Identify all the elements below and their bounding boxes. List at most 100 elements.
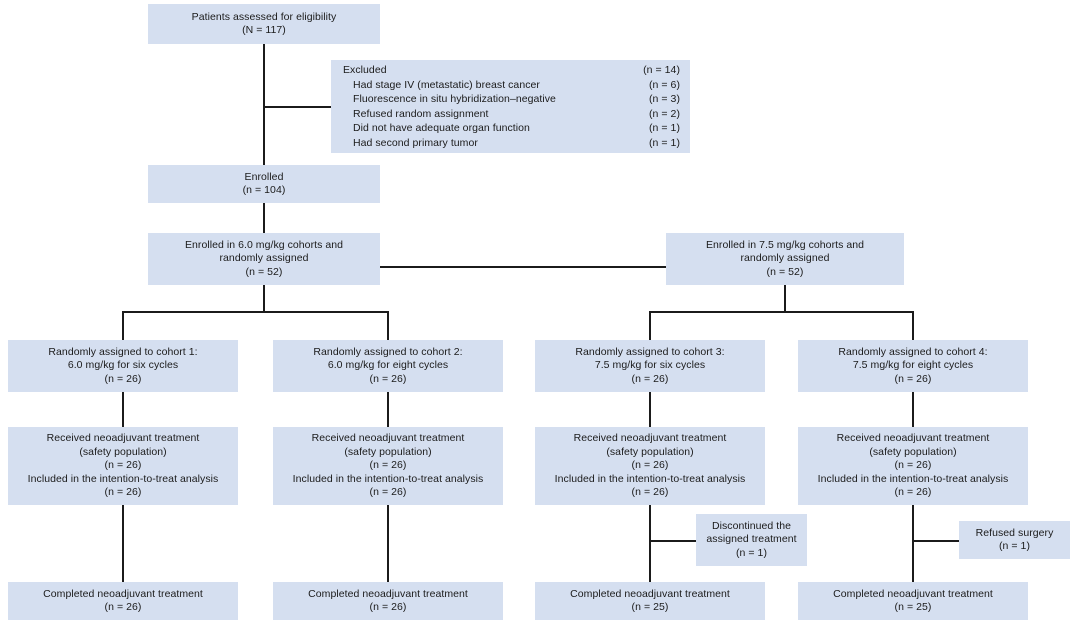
box-cohort2-completed: Completed neoadjuvant treatment (n = 26) — [273, 582, 503, 620]
box-line: Refused surgery — [975, 526, 1054, 539]
box-line: (safety population) — [869, 445, 957, 458]
box-line: (n = 26) — [894, 459, 932, 472]
box-line: Randomly assigned to cohort 3: — [575, 345, 725, 358]
connector-cohort1-received-to-completed — [122, 505, 124, 582]
box-cohort2-assigned: Randomly assigned to cohort 2: 6.0 mg/kg… — [273, 340, 503, 392]
excluded-row: Had stage IV (metastatic) breast cancer … — [343, 78, 680, 93]
box-line: Discontinued the — [711, 519, 792, 532]
box-line: Enrolled in 6.0 mg/kg cohorts and — [184, 238, 344, 251]
excluded-count: (n = 14) — [643, 64, 680, 76]
box-line: (safety population) — [606, 445, 694, 458]
connector-to-cohort1 — [122, 311, 124, 340]
connector-enrolled-to-arm1 — [263, 203, 265, 233]
box-cohort4-assigned: Randomly assigned to cohort 4: 7.5 mg/kg… — [798, 340, 1028, 392]
box-line: (n = 26) — [369, 459, 407, 472]
box-line: (n = 26) — [894, 372, 932, 385]
excluded-count: (n = 6) — [649, 78, 680, 91]
box-line: Received neoadjuvant treatment — [573, 432, 727, 445]
box-line: Randomly assigned to cohort 2: — [313, 345, 463, 358]
excluded-label: Had second primary tumor — [353, 136, 478, 149]
box-line: (n = 26) — [104, 459, 142, 472]
box-cohort4-completed: Completed neoadjuvant treatment (n = 25) — [798, 582, 1028, 620]
box-line: (safety population) — [79, 445, 167, 458]
box-line: 7.5 mg/kg for six cycles — [594, 359, 706, 372]
box-line: Received neoadjuvant treatment — [46, 432, 200, 445]
excluded-row: Refused random assignment (n = 2) — [343, 107, 680, 122]
excluded-row: Had second primary tumor (n = 1) — [343, 136, 680, 151]
box-line: (safety population) — [344, 445, 432, 458]
box-line: (n = 26) — [631, 486, 669, 499]
box-line: assigned treatment — [706, 533, 797, 546]
box-line: Enrolled in 7.5 mg/kg cohorts and — [705, 238, 865, 251]
connector-cohort2-assigned-to-received — [387, 392, 389, 427]
box-line: 6.0 mg/kg for six cycles — [67, 359, 179, 372]
box-line: Completed neoadjuvant treatment — [570, 587, 730, 600]
excluded-label: Did not have adequate organ function — [353, 122, 530, 134]
box-enrolled: Enrolled (n = 104) — [148, 165, 380, 203]
excluded-row: Did not have adequate organ function (n … — [343, 121, 680, 136]
connector-to-cohort4 — [912, 311, 914, 340]
box-cohort3-completed: Completed neoadjuvant treatment (n = 25) — [535, 582, 765, 620]
box-line: (N = 117) — [242, 24, 286, 36]
excluded-label: Fluorescence in situ hybridization–negat… — [353, 93, 556, 105]
connector-cohort4-to-side — [912, 540, 959, 542]
connector-cohort3-assigned-to-received — [649, 392, 651, 427]
excluded-count: (n = 2) — [649, 107, 680, 120]
box-line: Included in the intention-to-treat analy… — [27, 472, 219, 485]
box-line: Received neoadjuvant treatment — [836, 432, 990, 445]
box-line: (n = 25) — [894, 601, 932, 613]
connector-between-arms — [380, 266, 666, 268]
box-line: (n = 1) — [999, 540, 1030, 552]
box-cohort3-discontinued: Discontinued the assigned treatment (n =… — [696, 514, 807, 566]
connector-arm2-stem — [784, 285, 786, 312]
connector-arm1-stem — [263, 285, 265, 312]
box-line: (n = 26) — [894, 486, 932, 499]
box-cohort1-received: Received neoadjuvant treatment (safety p… — [8, 427, 238, 505]
box-line: (n = 26) — [631, 372, 669, 385]
box-line: Randomly assigned to cohort 4: — [838, 345, 988, 358]
box-line: (n = 52) — [766, 265, 804, 278]
connector-to-excluded — [263, 106, 331, 108]
box-line: 7.5 mg/kg for eight cycles — [852, 359, 974, 372]
box-cohort1-assigned: Randomly assigned to cohort 1: 6.0 mg/kg… — [8, 340, 238, 392]
box-line: Completed neoadjuvant treatment — [308, 587, 468, 600]
box-line: (n = 26) — [369, 601, 407, 613]
box-arm-6mg: Enrolled in 6.0 mg/kg cohorts and random… — [148, 233, 380, 285]
connector-cohort4-received-to-completed — [912, 505, 914, 582]
connector-cohort2-received-to-completed — [387, 505, 389, 582]
box-line: Received neoadjuvant treatment — [311, 432, 465, 445]
box-line: (n = 26) — [369, 372, 407, 385]
box-line: randomly assigned — [740, 252, 830, 265]
box-cohort4-refused-surgery: Refused surgery (n = 1) — [959, 521, 1070, 559]
box-cohort4-received: Received neoadjuvant treatment (safety p… — [798, 427, 1028, 505]
excluded-row: Fluorescence in situ hybridization–negat… — [343, 92, 680, 107]
box-line: Patients assessed for eligibility — [191, 10, 337, 23]
box-line: randomly assigned — [219, 252, 309, 265]
connector-to-cohort2 — [387, 311, 389, 340]
box-cohort2-received: Received neoadjuvant treatment (safety p… — [273, 427, 503, 505]
connector-cohort3-received-to-completed — [649, 505, 651, 582]
connector-arm1-fork — [122, 311, 389, 313]
connector-cohort3-to-side — [649, 540, 696, 542]
box-line: Enrolled — [244, 170, 284, 183]
box-line: (n = 52) — [245, 265, 283, 278]
box-line: 6.0 mg/kg for eight cycles — [327, 359, 449, 372]
connector-cohort4-assigned-to-received — [912, 392, 914, 427]
box-line: Included in the intention-to-treat analy… — [292, 472, 484, 485]
box-cohort3-assigned: Randomly assigned to cohort 3: 7.5 mg/kg… — [535, 340, 765, 392]
box-line: (n = 26) — [631, 459, 669, 472]
box-patients-assessed: Patients assessed for eligibility (N = 1… — [148, 4, 380, 44]
box-line: Completed neoadjuvant treatment — [43, 587, 203, 600]
connector-arm2-fork — [649, 311, 914, 313]
excluded-row: Excluded (n = 14) — [343, 63, 680, 78]
excluded-label: Excluded — [343, 64, 387, 76]
excluded-label: Had stage IV (metastatic) breast cancer — [353, 78, 540, 91]
box-line: (n = 104) — [242, 184, 286, 196]
box-line: (n = 1) — [736, 546, 767, 559]
box-line: (n = 25) — [631, 601, 669, 613]
box-line: Included in the intention-to-treat analy… — [554, 472, 746, 485]
box-arm-75mg: Enrolled in 7.5 mg/kg cohorts and random… — [666, 233, 904, 285]
excluded-label: Refused random assignment — [353, 107, 489, 120]
box-line: (n = 26) — [369, 486, 407, 499]
